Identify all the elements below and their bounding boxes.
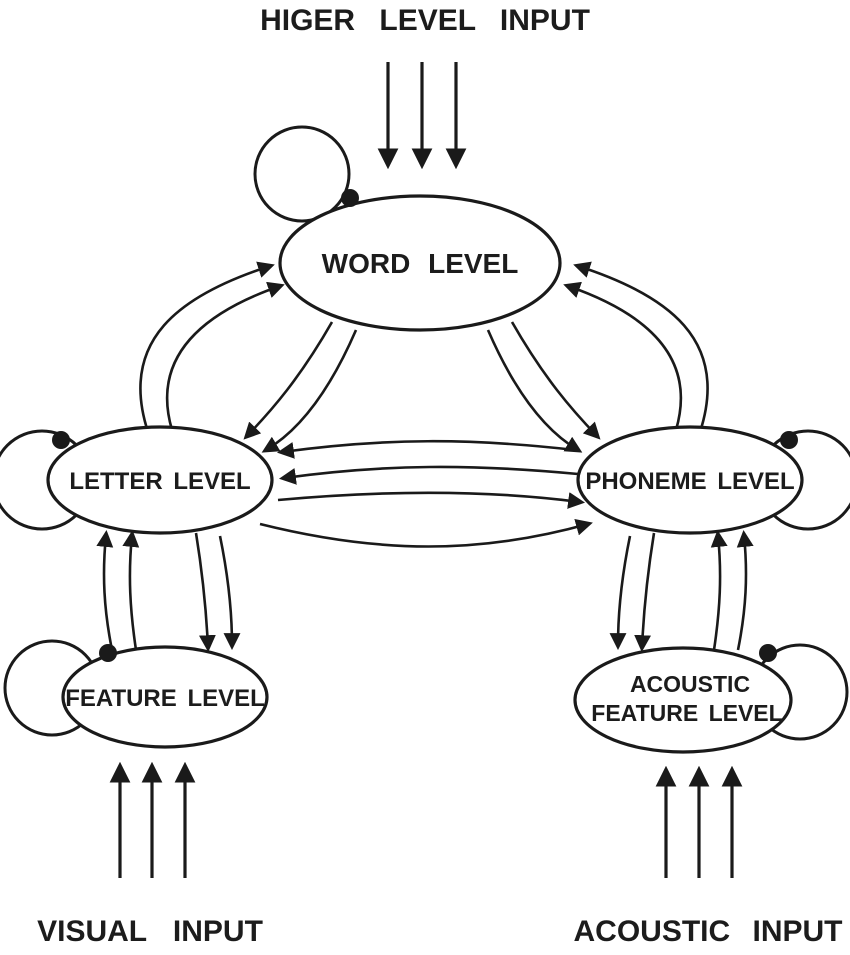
feature-loop-dot-icon	[99, 644, 117, 662]
word-to-phoneme-arrow-icon	[486, 329, 583, 453]
feature-to-letter-arrow-icon	[96, 529, 114, 651]
acoustic-input-label: ACOUSTIC INPUT	[574, 915, 843, 948]
phoneme-to-word-arrow-icon	[563, 281, 683, 431]
letter-loop-dot-icon	[52, 431, 70, 449]
letter-to-word-arrow-icon	[139, 261, 275, 433]
node-phoneme-level	[576, 425, 804, 535]
word-loop-dot-icon	[341, 189, 359, 207]
phoneme-to-letter-arrow-icon	[276, 439, 576, 459]
acoustic-loop-dot-icon	[759, 644, 777, 662]
nodes	[46, 194, 804, 754]
word-phoneme-connections	[486, 261, 709, 453]
visual-input-label: VISUAL INPUT	[37, 915, 263, 948]
acoustic-input-arrows	[655, 765, 743, 878]
higher-input-arrows	[377, 62, 467, 170]
phoneme-to-word-arrow-icon	[573, 261, 709, 433]
word-to-letter-arrow-icon	[261, 329, 358, 453]
word-self-loop-icon	[253, 125, 351, 223]
word-level-label: WORD LEVEL	[322, 248, 519, 279]
self-loop-dots	[52, 189, 798, 662]
letter-to-feature-arrow-icon	[194, 532, 216, 653]
letter-phoneme-connections	[259, 439, 593, 548]
acoustic-to-phoneme-arrow-icon	[710, 529, 728, 651]
letter-to-word-arrow-icon	[165, 281, 285, 431]
labels: HIGER LEVEL INPUT WORD LEVEL LETTER LEVE…	[37, 4, 842, 948]
phoneme-loop-dot-icon	[780, 431, 798, 449]
acoustic-feature-level-label-line1: ACOUSTIC	[630, 671, 750, 697]
word-to-letter-arrow-icon	[243, 321, 334, 440]
node-acoustic-feature-level	[573, 646, 793, 754]
phoneme-level-label: PHONEME LEVEL	[585, 468, 794, 495]
letter-feature-connections	[96, 529, 241, 653]
feature-to-letter-arrow-icon	[122, 529, 140, 651]
letter-level-label: LETTER LEVEL	[69, 468, 250, 495]
visual-input-arrows	[109, 761, 196, 878]
letter-to-phoneme-arrow-icon	[259, 519, 593, 548]
acoustic-to-phoneme-arrow-icon	[736, 529, 754, 651]
letter-to-phoneme-arrow-icon	[277, 491, 586, 509]
phoneme-to-acoustic-arrow-icon	[609, 535, 632, 651]
phoneme-acoustic-connections	[609, 529, 754, 653]
node-letter-level	[46, 425, 274, 535]
phoneme-to-acoustic-arrow-icon	[634, 532, 656, 653]
node-word-level	[278, 194, 562, 332]
feature-level-label: FEATURE LEVEL	[65, 685, 265, 712]
word-to-phoneme-arrow-icon	[510, 321, 601, 440]
higher-level-input-label: HIGER LEVEL INPUT	[260, 4, 590, 37]
node-feature-level	[61, 645, 269, 749]
letter-to-feature-arrow-icon	[218, 535, 241, 651]
phoneme-to-letter-arrow-icon	[278, 465, 579, 485]
acoustic-feature-level-label-line2: FEATURE LEVEL	[591, 700, 782, 726]
